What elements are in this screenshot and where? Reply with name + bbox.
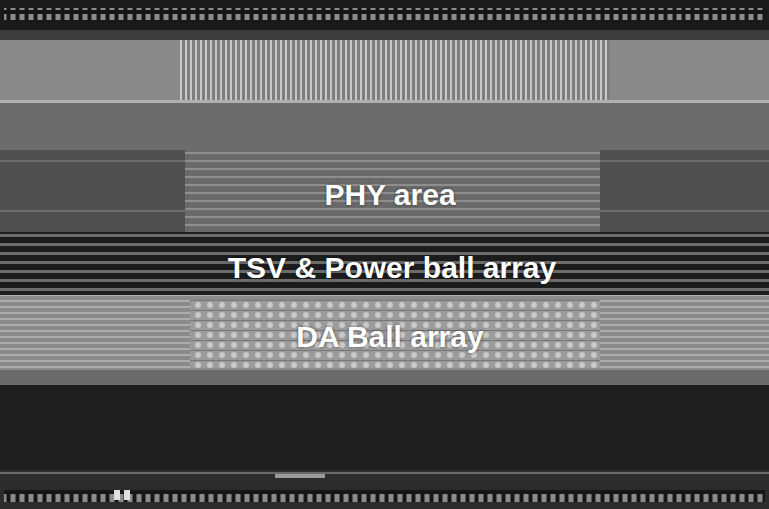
region-label: TSV & Power ball array [228, 251, 556, 285]
region-label: PHY area [324, 178, 455, 212]
region-label: DA Ball array [296, 320, 483, 354]
